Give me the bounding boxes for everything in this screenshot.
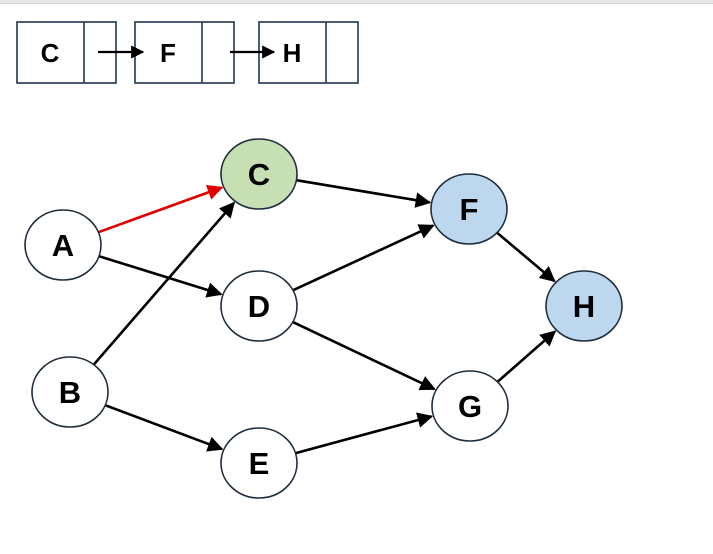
- edge-f-h: [493, 229, 556, 283]
- edge-d-g: [288, 319, 436, 391]
- graph-node-circle: [431, 370, 509, 442]
- linked-list: C F H: [16, 21, 359, 84]
- graph-nodes: A B C D E F G H: [24, 138, 623, 499]
- graph-node-circle: [31, 356, 109, 428]
- graph-node-label: E: [249, 446, 270, 481]
- graph-node-a: A: [24, 209, 102, 281]
- edge-c-f: [292, 178, 432, 208]
- graph-node-d: D: [220, 270, 298, 342]
- edge-g-h: [493, 330, 557, 386]
- edge-d-f: [288, 224, 435, 294]
- graph-node-label: H: [573, 289, 595, 324]
- graph-node-e: E: [220, 427, 298, 499]
- list-node-box: [134, 21, 235, 84]
- graph-node-f: F: [430, 173, 508, 245]
- graph-node-label: B: [59, 375, 81, 410]
- graph-node-label: F: [460, 192, 479, 227]
- graph-node-label: A: [52, 228, 74, 263]
- graph-node-circle: [220, 427, 298, 499]
- list-node-2: F: [134, 21, 235, 84]
- edge-a-c: [94, 184, 224, 235]
- list-node-3: H: [258, 21, 359, 84]
- list-node-label: C: [41, 38, 60, 68]
- graph-node-circle: [220, 138, 298, 210]
- graph-node-label: C: [248, 157, 270, 192]
- graph-node-circle: [220, 270, 298, 342]
- graph-node-g: G: [431, 370, 509, 442]
- list-node-box: [258, 21, 359, 84]
- graph-node-circle: [24, 209, 102, 281]
- graph-node-b: B: [31, 356, 109, 428]
- edge-e-g: [291, 412, 434, 456]
- graph-node-circle: [545, 270, 623, 342]
- edge-b-e: [100, 402, 224, 452]
- window-top-border: [0, 0, 713, 4]
- graph-node-h: H: [545, 270, 623, 342]
- graph-node-label: D: [248, 289, 270, 324]
- graph-node-circle: [430, 173, 508, 245]
- graph-node-c: C: [220, 138, 298, 210]
- edge-b-c: [90, 201, 236, 369]
- graph-node-label: G: [458, 389, 482, 424]
- list-node-label: F: [160, 38, 176, 68]
- graph-edges: [90, 178, 557, 456]
- edge-a-d: [94, 253, 223, 298]
- list-node-label: H: [283, 38, 302, 68]
